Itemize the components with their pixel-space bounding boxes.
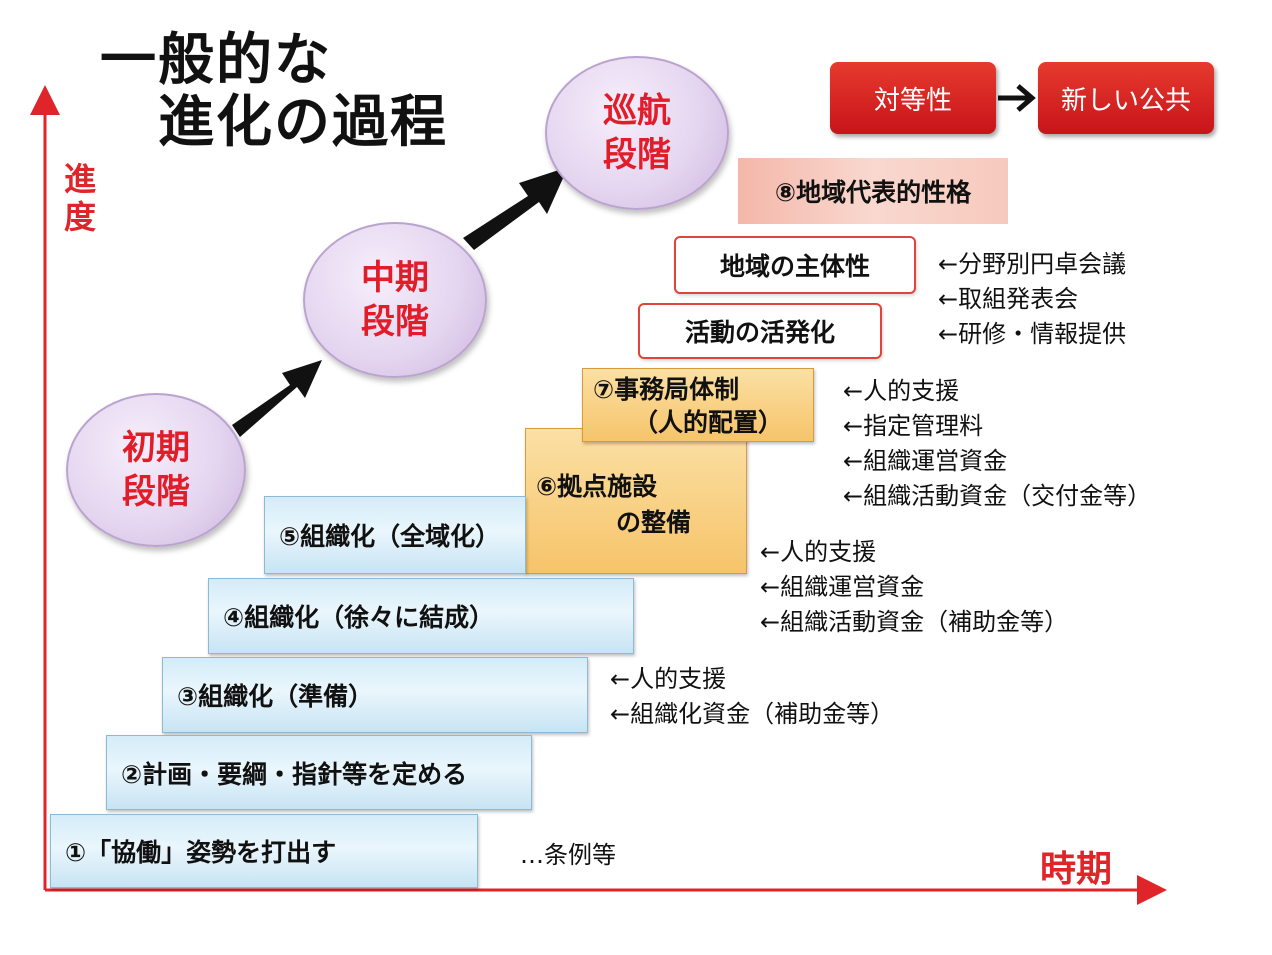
new-public-box: 新しい公共 <box>1038 62 1214 134</box>
y-axis-label: 進度 <box>63 160 96 236</box>
step-6-line1: ⑥拠点施設 <box>536 472 658 501</box>
step-4: ④組織化（徐々に結成） <box>208 578 634 654</box>
step-3: ③組織化（準備） <box>162 657 588 733</box>
stage-initial: 初期段階 <box>66 393 246 547</box>
notes-step8: ←分野別円卓会議 ←取組発表会 ←研修・情報提供 <box>938 247 1126 352</box>
note-item: ←指定管理料 <box>843 412 984 440</box>
title-line2: 進化の過程 <box>158 90 448 155</box>
activity-box: 活動の活発化 <box>638 303 882 359</box>
note-item: ←組織運営資金 <box>843 447 1008 475</box>
stage-cruise: 巡航段階 <box>545 56 729 210</box>
step-8: ⑧地域代表的性格 <box>738 158 1008 224</box>
note-item: ←組織化資金（補助金等） <box>610 700 895 728</box>
step-6: ⑥拠点施設 の整備 <box>525 428 747 574</box>
note-item: ←人的支援 <box>843 377 960 405</box>
stage-arrow-1 <box>232 360 322 437</box>
title-line1: 一般的な <box>100 28 332 93</box>
step-5: ⑤組織化（全域化） <box>264 496 526 574</box>
note-item: ←人的支援 <box>760 538 877 566</box>
step-2: ②計画・要綱・指針等を定める <box>106 735 532 810</box>
step-7-line1: ⑦事務局体制 <box>593 375 740 404</box>
equality-box: 対等性 <box>830 62 996 134</box>
notes-step7: ←人的支援 ←指定管理料 ←組織運営資金 ←組織活動資金（交付金等） <box>843 374 1151 514</box>
note-item: ←研修・情報提供 <box>938 320 1127 348</box>
step-6-line2: の整備 <box>616 508 692 537</box>
note-item: ←人的支援 <box>610 665 727 693</box>
step-1: ①「協働」姿勢を打出す <box>50 814 478 888</box>
diagram-title: 一般的な 進化の過程 <box>100 30 448 154</box>
note-item: ←分野別円卓会議 <box>938 250 1127 278</box>
stage-middle: 中期段階 <box>303 222 487 378</box>
step-7: ⑦事務局体制 （人的配置） <box>582 368 814 442</box>
top-right-arrow <box>998 84 1036 112</box>
x-axis-label: 時期 <box>1040 849 1113 890</box>
stage-arrow-2 <box>463 167 568 250</box>
step-7-line2: （人的配置） <box>633 408 784 437</box>
notes-step3: ←人的支援 ←組織化資金（補助金等） <box>610 662 894 732</box>
note-ordinance: …条例等 <box>520 841 616 869</box>
note-item: ←取組発表会 <box>938 285 1079 313</box>
note-item: ←組織活動資金（補助金等） <box>760 608 1069 636</box>
regional-subjectivity-box: 地域の主体性 <box>674 236 916 294</box>
notes-step6: ←人的支援 ←組織運営資金 ←組織活動資金（補助金等） <box>760 535 1068 640</box>
note-item: ←組織運営資金 <box>760 573 925 601</box>
note-item: ←組織活動資金（交付金等） <box>843 482 1152 510</box>
